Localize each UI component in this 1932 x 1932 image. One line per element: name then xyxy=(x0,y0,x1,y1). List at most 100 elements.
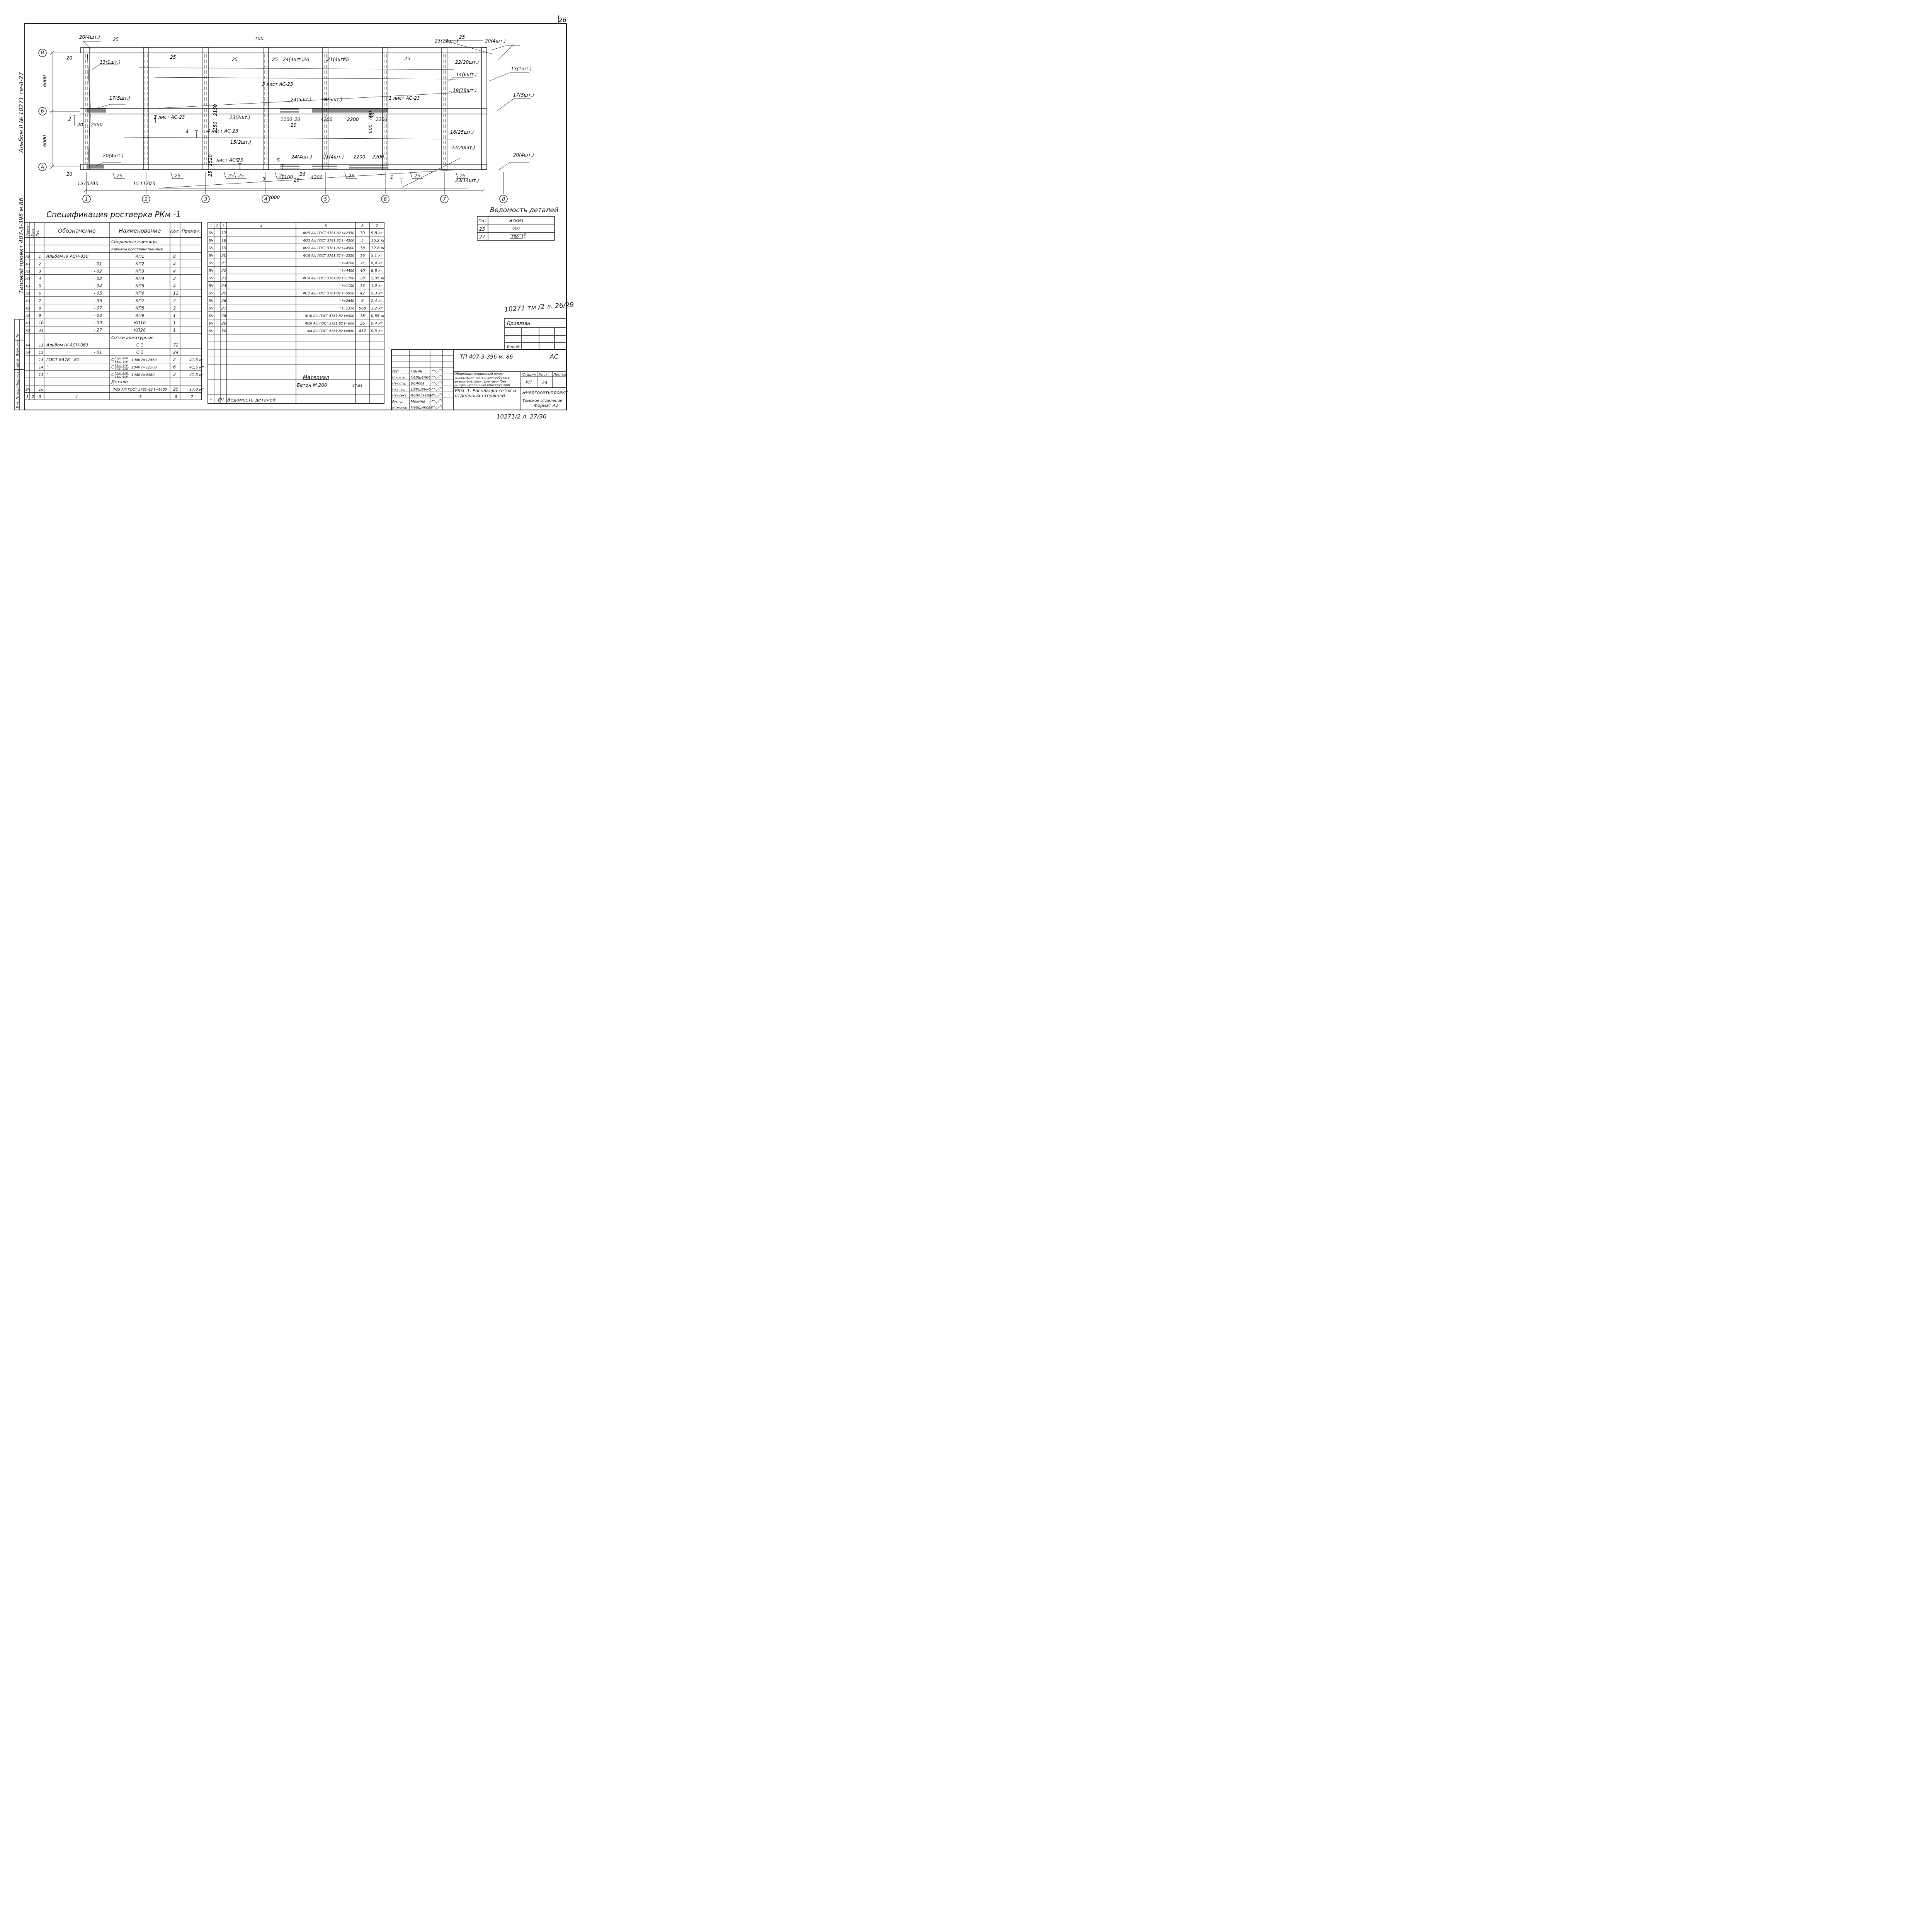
inv-number-label: Инв. № xyxy=(507,345,520,349)
details-table xyxy=(477,216,555,241)
spec-footer-cell: 2 xyxy=(32,395,34,399)
spec-cell-pos: 3 xyxy=(39,269,41,274)
callout: 24(5шт.) xyxy=(291,97,311,102)
details-row-sketch: 600 xyxy=(512,226,520,231)
spec-cell-name: КП28 xyxy=(134,328,146,333)
spec2-cell-name: Ф18 АIII ГОСТ 5781-82 ℓ=2550 xyxy=(303,254,354,258)
spec-cell-name: 1040 ℓ=12560 xyxy=(131,359,157,362)
spec-header: Зона xyxy=(31,229,34,236)
callout: 23(2шт.) xyxy=(230,115,250,120)
spec-cell-qty: 4 xyxy=(173,269,176,274)
spec-title: Спецификация ростверка РКм -1 xyxy=(46,210,181,219)
weld-mark: 25 xyxy=(410,172,423,179)
mid-dim-20a: 20 xyxy=(294,117,301,122)
stamp-vzam: Взам. инв. № xyxy=(16,334,20,356)
title-person: Першикова xyxy=(411,405,433,410)
weld-size: 25 xyxy=(238,173,244,179)
callout: 25 xyxy=(170,54,176,60)
bottom-dim-15b: 15 xyxy=(93,181,99,186)
axis-number: 4 xyxy=(264,197,267,202)
spec-cell-name: Сборочные единицы xyxy=(111,239,158,244)
grid-columns xyxy=(83,47,504,194)
spec-cell-pos: 14 xyxy=(39,366,44,370)
spec-cell-pos: 2 xyxy=(39,262,41,266)
sheet-label: Лист xyxy=(538,373,548,377)
vdim-2150a: 2150 xyxy=(213,104,218,116)
callout: 20(4шт.) xyxy=(103,153,124,158)
spec-cell-name: КП4 xyxy=(135,276,144,281)
spec2-cell-qty: 26 xyxy=(360,321,365,326)
spec2-cell-mass: 0,4 кг xyxy=(371,321,383,326)
spec-cell-name: 5Вр1-100 xyxy=(115,368,128,371)
spec-cell-qty: 1 xyxy=(173,320,176,325)
handwritten-reference: 10271 тм /2 л. 26/29 xyxy=(504,301,574,314)
spec-cell-name: КП2 xyxy=(135,261,144,266)
project-margin-text: Типовой проект 407-3-396 м.86 xyxy=(18,198,25,294)
weld-size: 25 xyxy=(460,173,466,179)
spec-cell-qty: 1 xyxy=(173,328,176,333)
spec2-cell-qty: 18 xyxy=(360,246,365,250)
sheets-label: Листов xyxy=(553,373,566,377)
spec-cell-format: А3 xyxy=(25,307,30,311)
spec-cell-designation: - 27 xyxy=(94,328,102,333)
spec-cell-pos: 31 xyxy=(39,328,44,333)
spec-cell-designation: Альбом IV АСН-050 xyxy=(46,254,88,259)
axis-label-a: А xyxy=(41,164,44,170)
spec-cell-designation: - 07 xyxy=(94,306,102,311)
spec-cell-name: 1040 ℓ=6380 xyxy=(131,373,155,377)
spec2-cell-mass: 2,4 кг. xyxy=(371,299,384,303)
spec-cell-format: А3 xyxy=(25,329,30,333)
spec2-cell-pos: 23 xyxy=(221,276,226,281)
spec2-cell-name: Ф10 АIII ГОСТ 5781-82 ℓ=600 xyxy=(305,322,354,326)
spec2-cell-code: БЧ xyxy=(209,330,213,333)
callout: 25 xyxy=(459,34,465,40)
mid-dim-2200b: 2200 xyxy=(376,117,388,122)
spec-cell-name: Ф25 АIII ГОСТ 5781-82 ℓ=4400 xyxy=(113,388,167,392)
weld-size: 25 xyxy=(349,173,354,179)
spec2-cell-pos: 30 xyxy=(221,329,226,333)
title-role: Нач.сект. xyxy=(392,394,408,397)
spec-cell-name: КП10 xyxy=(134,320,146,325)
spec-cell-format: А3 xyxy=(25,262,30,266)
callout: 18(5шт.) xyxy=(321,97,342,102)
title-code: ТП 407-3-396 м. 86 xyxy=(460,354,513,360)
spec-cell-designation: - 08 xyxy=(94,313,102,318)
spec2-cell-pos: 20 xyxy=(221,254,226,258)
spec2-header: 3 xyxy=(222,224,224,228)
spec2-cell-qty: 42 xyxy=(360,291,365,296)
spec2-header: 4 xyxy=(260,224,262,228)
spec-cell-pos: 13 xyxy=(39,358,44,362)
spec-cell-qty: 2 xyxy=(173,372,176,377)
callout: 21(4шт.) xyxy=(323,154,344,160)
spec-cell-format: А3 xyxy=(25,321,30,325)
vdim-25: 25 xyxy=(207,171,213,177)
details-row-pos: 27 xyxy=(479,234,485,240)
spec-cell-qty: 2 xyxy=(173,276,176,281)
spec-footer-cell: 6 xyxy=(175,395,177,399)
spec-header: Обозначение xyxy=(58,228,95,234)
callout: 22(20шт.) xyxy=(455,60,479,65)
gap-dim-3: 20 xyxy=(77,122,83,128)
weld-mark: 25 xyxy=(234,172,247,179)
spec-footer-cell: 4 xyxy=(75,395,78,399)
spec-cell-qty: 2 xyxy=(173,306,176,311)
spec-cell-note: 17,0 кг xyxy=(189,388,204,392)
spec2-cell-code: БЧ xyxy=(209,322,213,326)
title-role: ГИП xyxy=(392,370,398,373)
object-name-box: Общеподстанционный пункт управления типа… xyxy=(454,372,510,387)
spec-cell-format: А3 xyxy=(25,277,30,281)
title-person: Волков xyxy=(411,381,425,386)
signature xyxy=(431,375,442,379)
branch-name: Томское отделение xyxy=(522,399,563,403)
foundation-plan xyxy=(49,40,531,194)
spec2-header: 5 xyxy=(325,224,327,228)
details-header-pos: Поз. xyxy=(478,218,488,223)
spec-cell-note: 41,5 кг xyxy=(189,366,204,370)
spec-cell-designation: - 01 xyxy=(94,350,102,355)
spec2-cell-code: БЧ xyxy=(209,247,213,250)
title-role: Нач.отд. xyxy=(392,382,406,385)
details-row-sketch-height: 270 xyxy=(524,233,527,239)
spec-cell-format: А3 xyxy=(25,255,30,259)
callout: 21(4шт.) xyxy=(327,57,348,62)
